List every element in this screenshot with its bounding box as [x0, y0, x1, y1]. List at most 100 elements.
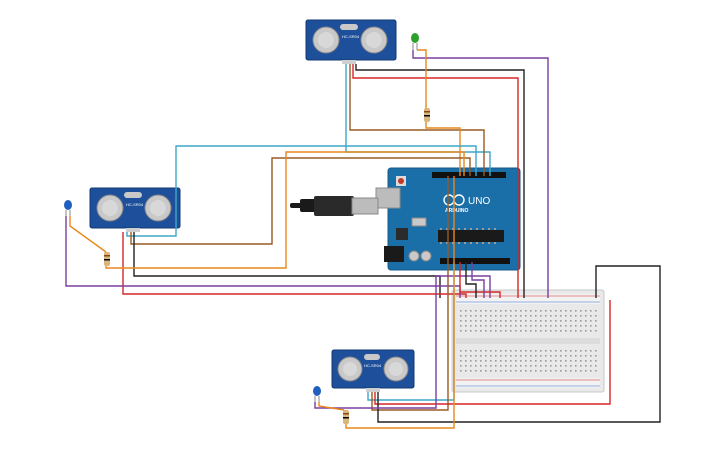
- resistor-bottom[interactable]: [343, 410, 349, 424]
- breadboard-hole: [505, 350, 507, 352]
- breadboard-hole: [470, 310, 472, 312]
- ultrasonic-sensor-bottom[interactable]: HC-SR04: [331, 349, 415, 392]
- breadboard-hole: [510, 320, 512, 322]
- breadboard-hole: [555, 360, 557, 362]
- breadboard-hole: [550, 320, 552, 322]
- led-blue-bottom[interactable]: [313, 386, 321, 402]
- wire-black: [355, 64, 525, 298]
- breadboard-hole: [520, 360, 522, 362]
- breadboard-hole: [580, 320, 582, 322]
- breadboard-hole: [585, 325, 587, 327]
- breadboard-hole: [540, 360, 542, 362]
- breadboard-hole: [485, 370, 487, 372]
- breadboard-hole: [505, 310, 507, 312]
- breadboard-hole: [545, 330, 547, 332]
- breadboard-hole: [595, 370, 597, 372]
- breadboard-hole: [485, 350, 487, 352]
- breadboard-hole: [585, 315, 587, 317]
- wire-orange: [417, 49, 427, 108]
- breadboard-hole: [525, 360, 527, 362]
- breadboard-hole: [460, 310, 462, 312]
- ultrasonic-sensor-top[interactable]: HC-SR04: [305, 19, 397, 64]
- breadboard-hole: [555, 320, 557, 322]
- breadboard-hole: [560, 320, 562, 322]
- wire-orange: [318, 402, 345, 411]
- breadboard-hole: [530, 310, 532, 312]
- breadboard-hole: [465, 355, 467, 357]
- breadboard-hole: [470, 315, 472, 317]
- breadboard-hole: [575, 320, 577, 322]
- breadboard-hole: [570, 360, 572, 362]
- breadboard-hole: [585, 350, 587, 352]
- breadboard-hole: [500, 355, 502, 357]
- sensor-label: HC-SR04: [364, 363, 382, 368]
- breadboard-hole: [490, 315, 492, 317]
- breadboard[interactable]: [451, 289, 605, 393]
- breadboard-hole: [470, 320, 472, 322]
- breadboard-hole: [490, 325, 492, 327]
- breadboard-hole: [560, 315, 562, 317]
- breadboard-hole: [530, 320, 532, 322]
- breadboard-hole: [480, 355, 482, 357]
- breadboard-hole: [500, 360, 502, 362]
- breadboard-hole: [525, 315, 527, 317]
- led-green[interactable]: [411, 33, 419, 50]
- breadboard-hole: [580, 310, 582, 312]
- breadboard-hole: [490, 330, 492, 332]
- breadboard-hole: [495, 320, 497, 322]
- sensor-label: HC-SR04: [342, 34, 360, 39]
- breadboard-hole: [530, 315, 532, 317]
- breadboard-hole: [465, 325, 467, 327]
- wires: [65, 49, 661, 429]
- breadboard-hole: [540, 310, 542, 312]
- breadboard-hole: [530, 360, 532, 362]
- breadboard-hole: [465, 310, 467, 312]
- breadboard-hole: [470, 350, 472, 352]
- breadboard-hole: [460, 355, 462, 357]
- breadboard-hole: [515, 315, 517, 317]
- breadboard-hole: [465, 370, 467, 372]
- breadboard-hole: [530, 350, 532, 352]
- breadboard-hole: [495, 330, 497, 332]
- wire-orange: [69, 216, 107, 253]
- breadboard-hole: [535, 310, 537, 312]
- breadboard-hole: [485, 355, 487, 357]
- breadboard-hole: [475, 320, 477, 322]
- breadboard-hole: [495, 325, 497, 327]
- breadboard-hole: [545, 360, 547, 362]
- breadboard-hole: [550, 310, 552, 312]
- breadboard-hole: [470, 325, 472, 327]
- breadboard-hole: [520, 320, 522, 322]
- breadboard-hole: [475, 310, 477, 312]
- breadboard-hole: [560, 350, 562, 352]
- breadboard-hole: [565, 325, 567, 327]
- breadboard-hole: [515, 360, 517, 362]
- breadboard-hole: [575, 330, 577, 332]
- breadboard-hole: [480, 315, 482, 317]
- breadboard-hole: [560, 330, 562, 332]
- breadboard-hole: [490, 310, 492, 312]
- breadboard-hole: [495, 365, 497, 367]
- breadboard-hole: [555, 315, 557, 317]
- breadboard-hole: [515, 365, 517, 367]
- breadboard-hole: [585, 310, 587, 312]
- resistor-left[interactable]: [104, 252, 110, 266]
- breadboard-hole: [590, 315, 592, 317]
- breadboard-hole: [555, 365, 557, 367]
- wire-teal: [126, 145, 477, 237]
- breadboard-hole: [530, 355, 532, 357]
- breadboard-hole: [565, 315, 567, 317]
- breadboard-hole: [595, 325, 597, 327]
- wire-brown: [349, 64, 485, 176]
- wire-brown: [130, 157, 471, 245]
- breadboard-hole: [565, 330, 567, 332]
- breadboard-hole: [520, 325, 522, 327]
- breadboard-hole: [500, 365, 502, 367]
- ultrasonic-sensor-left[interactable]: HC-SR04: [89, 187, 181, 232]
- led-blue-left[interactable]: [64, 200, 72, 216]
- breadboard-hole: [510, 360, 512, 362]
- resistor-top[interactable]: [424, 108, 430, 122]
- usb-cable: [290, 196, 379, 216]
- wire-red: [459, 262, 501, 298]
